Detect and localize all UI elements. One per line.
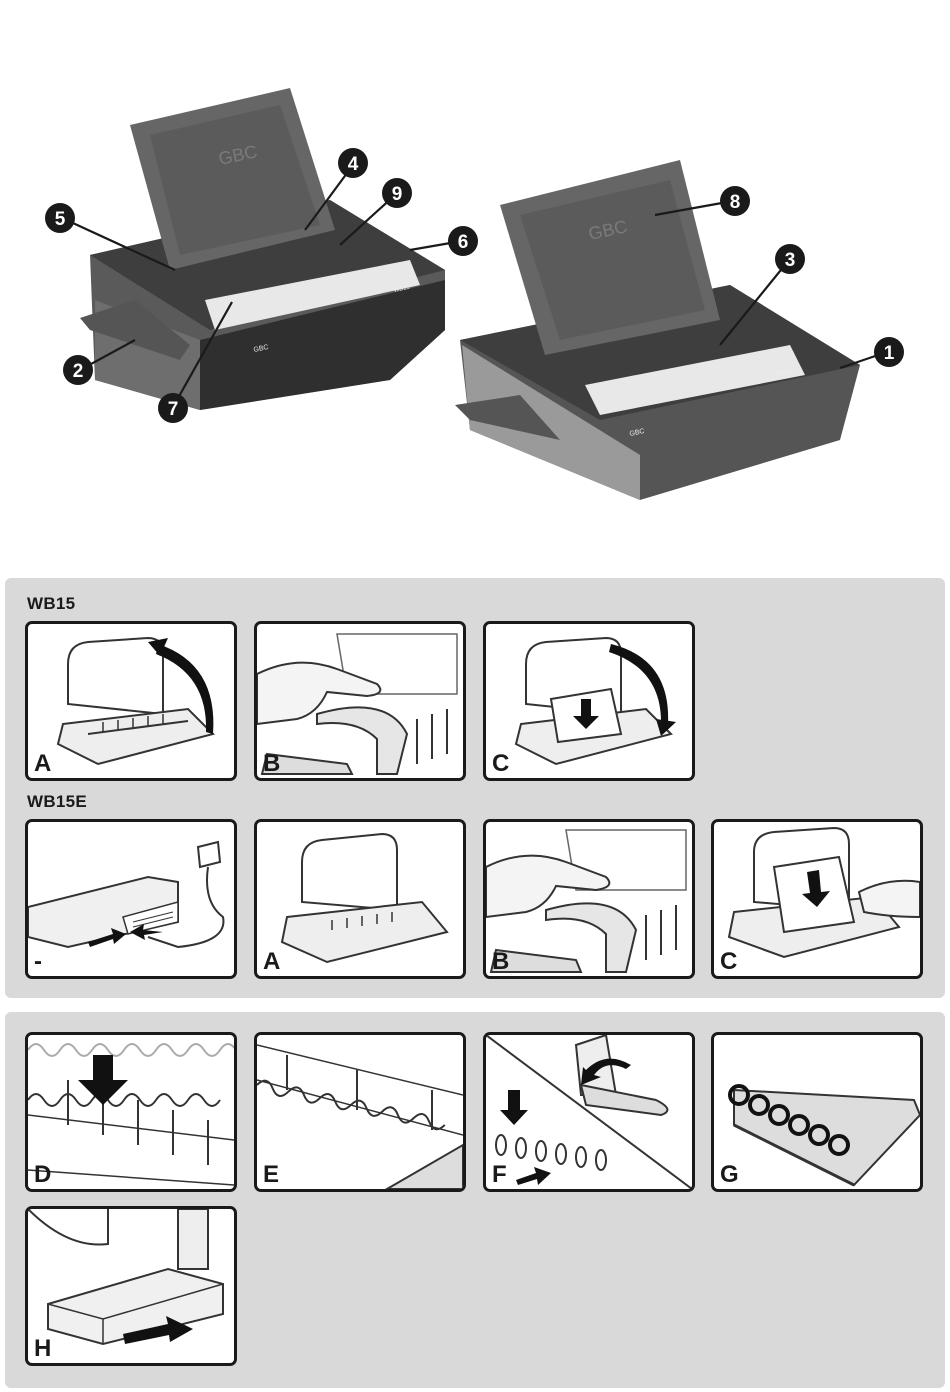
step-f-panel: F	[483, 1032, 695, 1192]
callout-2: 2	[63, 355, 93, 385]
wb15e-power-panel: -	[25, 819, 237, 979]
black-arrow-icon	[130, 924, 163, 940]
callout-3: 3	[775, 244, 805, 274]
step-g-panel: G	[711, 1032, 923, 1192]
step-label: -	[34, 948, 42, 975]
wb15-step-c-panel: C	[483, 621, 695, 781]
step-label: B	[263, 750, 281, 777]
step-e-panel: E	[254, 1032, 466, 1192]
svg-text:2: 2	[73, 361, 84, 382]
callout-5: 5	[45, 203, 75, 233]
wb15e-heading: WB15E	[27, 792, 88, 811]
product-overview-illustration: GBC WB15 GBC GBC WB15 GBC	[0, 0, 950, 560]
svg-text:8: 8	[730, 192, 741, 213]
callout-1: 1	[874, 337, 904, 367]
step-label: F	[492, 1161, 507, 1188]
step-label: A	[34, 750, 52, 777]
step-label: A	[263, 948, 281, 975]
black-arrow-icon	[573, 699, 599, 729]
black-arrow-icon	[78, 1055, 128, 1105]
callout-8: 8	[720, 186, 750, 216]
wb15-step-a-panel: A	[25, 621, 237, 781]
svg-text:3: 3	[785, 250, 796, 271]
model-badge-right: WB15	[774, 369, 792, 378]
svg-text:4: 4	[348, 154, 359, 175]
black-arrow-icon	[516, 1167, 551, 1185]
brand-badge-left: GBC	[253, 344, 269, 354]
wb15-heading: WB15	[27, 594, 76, 613]
step-label: H	[34, 1335, 52, 1362]
hand-icon	[257, 661, 382, 726]
black-arrow-icon	[88, 928, 126, 947]
wb15e-step-c-panel: C	[711, 819, 923, 979]
svg-text:1: 1	[884, 343, 895, 364]
step-d-panel: D	[25, 1032, 237, 1192]
black-arrow-icon	[500, 1090, 528, 1125]
step-label: G	[720, 1161, 739, 1188]
left-binding-machine: GBC WB15 GBC	[80, 88, 445, 410]
callout-6: 6	[448, 226, 478, 256]
svg-text:7: 7	[168, 399, 179, 420]
step-label: E	[263, 1161, 280, 1188]
right-binding-machine: GBC WB15 GBC	[455, 160, 860, 500]
svg-text:9: 9	[392, 184, 403, 205]
step-label: C	[492, 750, 510, 777]
callout-4: 4	[338, 148, 368, 178]
step-h-panel: H	[25, 1206, 237, 1366]
model-badge-left: WB15	[393, 285, 411, 294]
black-arrow-icon	[609, 644, 669, 724]
wb15e-step-a-panel: A	[254, 819, 466, 979]
black-arrow-icon	[581, 1058, 631, 1085]
black-arrow-icon	[156, 644, 214, 734]
black-arrow-icon	[123, 1316, 193, 1344]
callout-9: 9	[382, 178, 412, 208]
step-label: B	[492, 948, 510, 975]
step-label: C	[720, 948, 738, 975]
svg-text:5: 5	[55, 209, 66, 230]
wb15-step-b-panel: B	[254, 621, 466, 781]
step-label: D	[34, 1161, 52, 1188]
wb15e-step-b-panel: B	[483, 819, 695, 979]
hand-icon	[486, 854, 611, 919]
callout-7: 7	[158, 393, 188, 423]
brand-badge-right: GBC	[629, 428, 645, 438]
hand-icon	[857, 879, 920, 919]
svg-text:6: 6	[458, 232, 469, 253]
power-plug-icon	[196, 840, 222, 869]
black-arrow-icon	[802, 870, 830, 907]
